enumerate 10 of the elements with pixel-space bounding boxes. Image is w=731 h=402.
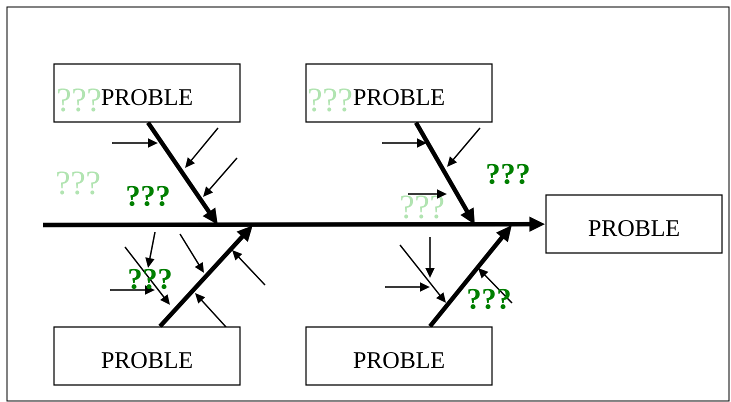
question-marks: ??? (127, 186, 169, 206)
question-marks: ??? (487, 164, 529, 184)
problem-box: PROBLE (305, 326, 493, 386)
problem-box: PROBLE (53, 326, 241, 386)
problem-box: PROBLE (545, 194, 723, 254)
faded-question-marks: ??? (401, 196, 444, 218)
faded-question-marks: ??? (309, 88, 352, 112)
faded-question-marks: ??? (57, 172, 100, 194)
question-marks: ??? (468, 288, 510, 310)
faded-question-marks: ??? (58, 88, 100, 112)
